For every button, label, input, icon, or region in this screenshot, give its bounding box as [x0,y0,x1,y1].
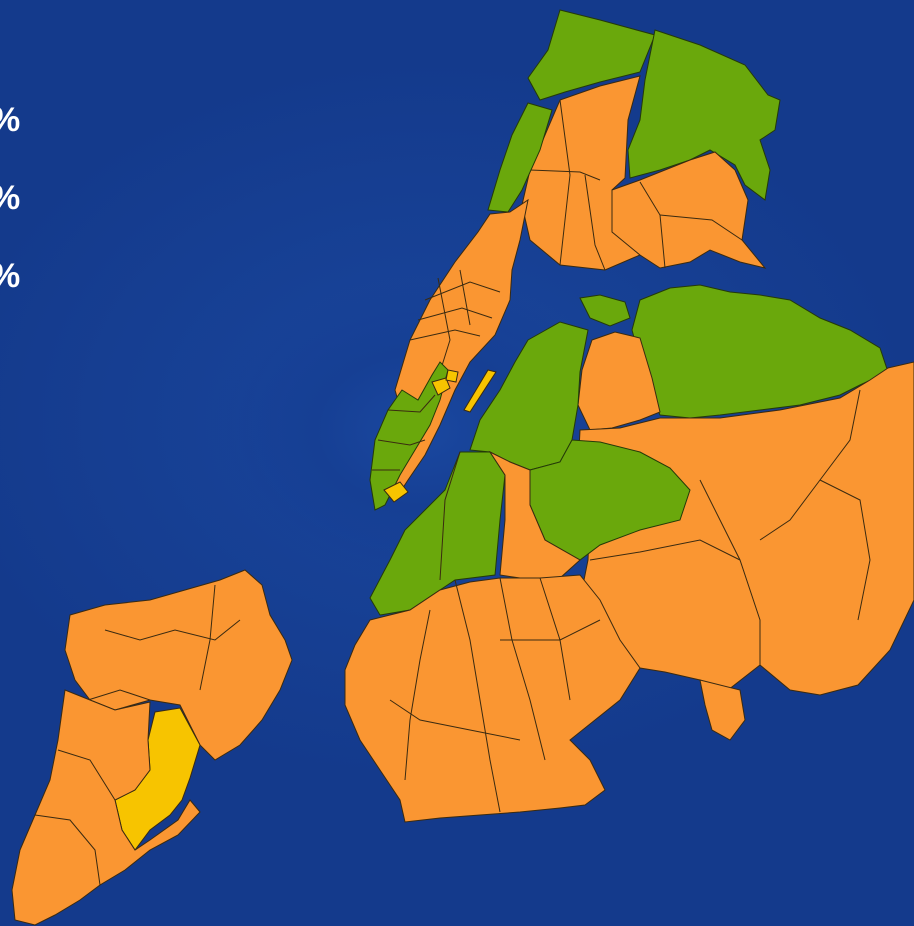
brooklyn [344,321,691,823]
region-manhattan-yellow-1 [431,377,451,396]
queens [577,284,914,741]
legend-label-orange: % [0,178,20,218]
bronx [521,9,781,271]
region-manhattan-yellow-2 [445,369,459,383]
region-brooklyn-mid [488,450,581,579]
region-bronx-south-east [611,151,767,269]
region-roosevelt-island [463,369,497,413]
legend-label-yellow: % [0,256,20,296]
region-bronx-north-east [627,29,781,201]
region-staten-island-south [11,689,201,926]
region-jfk-edge [699,679,746,741]
region-manhattan-yellow-3 [383,481,409,503]
manhattan [369,102,553,511]
region-bronx-north-west [527,9,656,101]
region-queens-west [577,331,661,431]
region-rikers-island [579,294,631,327]
staten-island [11,569,293,926]
region-manhattan-lower [369,361,449,511]
legend-label-green: % [0,100,20,140]
